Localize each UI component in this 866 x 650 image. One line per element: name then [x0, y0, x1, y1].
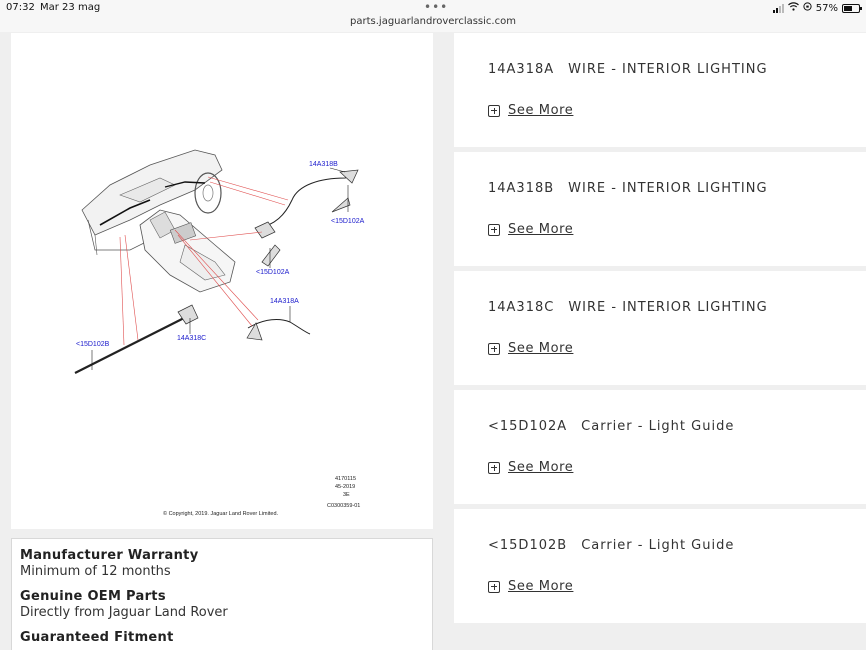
url-bar[interactable]: parts.jaguarlandroverclassic.com: [0, 16, 866, 32]
part-card: 14A318B WIRE - INTERIOR LIGHTING See More: [454, 152, 866, 266]
callout-15D102A-top[interactable]: <15D102A: [331, 218, 365, 225]
status-right: 57%: [772, 2, 862, 14]
part-heading: <15D102B Carrier - Light Guide: [488, 538, 734, 553]
part-name: WIRE - INTERIOR LIGHTING: [568, 181, 768, 196]
part-name: Carrier - Light Guide: [581, 538, 735, 553]
benefit-title: Guaranteed Fitment: [20, 630, 174, 645]
part-name: WIRE - INTERIOR LIGHTING: [568, 62, 768, 77]
status-date: Mar 23 mag: [40, 2, 101, 13]
plus-square-icon[interactable]: [488, 223, 500, 236]
diagram-ref-3: 3E: [343, 492, 350, 498]
status-time: 07:32: [6, 2, 35, 13]
benefit-subtitle: Minimum of 12 months: [20, 564, 171, 579]
benefit-oem: Genuine OEM Parts Directly from Jaguar L…: [20, 589, 424, 621]
see-more-label[interactable]: See More: [508, 579, 574, 594]
status-bar: 07:32 Mar 23 mag ••• 57%: [0, 0, 866, 16]
part-number: <15D102A: [488, 419, 568, 434]
plus-square-icon[interactable]: [488, 342, 500, 355]
see-more-label[interactable]: See More: [508, 222, 574, 237]
parts-diagram: 14A318B <15D102A <15D102A 14A318A 14A318…: [11, 33, 433, 529]
benefit-warranty: Manufacturer Warranty Minimum of 12 mont…: [20, 548, 424, 580]
part-number: <15D102B: [488, 538, 568, 553]
part-number: 14A318A: [488, 62, 555, 77]
see-more-button[interactable]: See More: [488, 222, 573, 237]
callout-15D102B[interactable]: <15D102B: [76, 341, 110, 348]
part-heading: <15D102A Carrier - Light Guide: [488, 419, 734, 434]
see-more-button[interactable]: See More: [488, 341, 573, 356]
parts-diagram-drawing: [74, 149, 359, 374]
see-more-button[interactable]: See More: [488, 103, 573, 118]
benefit-title: Genuine OEM Parts: [20, 589, 166, 604]
diagram-ref-4: C0300359-01: [327, 503, 360, 509]
part-card: <15D102A Carrier - Light Guide See More: [454, 390, 866, 504]
diagram-ref-1: 4170115: [335, 476, 356, 482]
callout-14A318B[interactable]: 14A318B: [309, 161, 338, 168]
part-heading: 14A318A WIRE - INTERIOR LIGHTING: [488, 62, 768, 77]
benefit-subtitle: Directly from Jaguar Land Rover: [20, 605, 228, 620]
benefits-box: Manufacturer Warranty Minimum of 12 mont…: [11, 538, 433, 650]
part-name: Carrier - Light Guide: [581, 419, 735, 434]
wifi-icon: [787, 2, 799, 14]
see-more-button[interactable]: See More: [488, 460, 573, 475]
battery-percent: 57%: [815, 2, 838, 14]
part-name: WIRE - INTERIOR LIGHTING: [568, 300, 768, 315]
part-number: 14A318C: [488, 300, 555, 315]
benefit-fitment: Guaranteed Fitment: [20, 630, 424, 646]
plus-square-icon[interactable]: [488, 461, 500, 474]
callout-15D102A-mid[interactable]: <15D102A: [256, 269, 290, 276]
part-heading: 14A318B WIRE - INTERIOR LIGHTING: [488, 181, 768, 196]
part-card: 14A318A WIRE - INTERIOR LIGHTING See More: [454, 33, 866, 147]
orientation-lock-icon: [803, 2, 812, 14]
part-heading: 14A318C WIRE - INTERIOR LIGHTING: [488, 300, 768, 315]
see-more-label[interactable]: See More: [508, 341, 574, 356]
plus-square-icon[interactable]: [488, 580, 500, 593]
diagram-labels: 14A318B <15D102A <15D102A 14A318A 14A318…: [76, 161, 365, 517]
url-text: parts.jaguarlandroverclassic.com: [350, 16, 516, 27]
part-card: 14A318C WIRE - INTERIOR LIGHTING See More: [454, 271, 866, 385]
part-number: 14A318B: [488, 181, 555, 196]
see-more-label[interactable]: See More: [508, 103, 574, 118]
benefit-title: Manufacturer Warranty: [20, 548, 199, 563]
diagram-ref-2: 45-2019: [335, 484, 355, 490]
see-more-button[interactable]: See More: [488, 579, 573, 594]
see-more-label[interactable]: See More: [508, 460, 574, 475]
plus-square-icon[interactable]: [488, 104, 500, 117]
multitask-dots-icon[interactable]: •••: [424, 0, 449, 14]
part-card: <15D102B Carrier - Light Guide See More: [454, 509, 866, 623]
battery-icon: [842, 3, 862, 13]
callout-14A318A[interactable]: 14A318A: [270, 298, 299, 305]
cellular-signal-icon: [772, 3, 784, 13]
diagram-copyright: © Copyright, 2019. Jaguar Land Rover Lim…: [163, 510, 279, 517]
callout-14A318C[interactable]: 14A318C: [177, 335, 206, 342]
